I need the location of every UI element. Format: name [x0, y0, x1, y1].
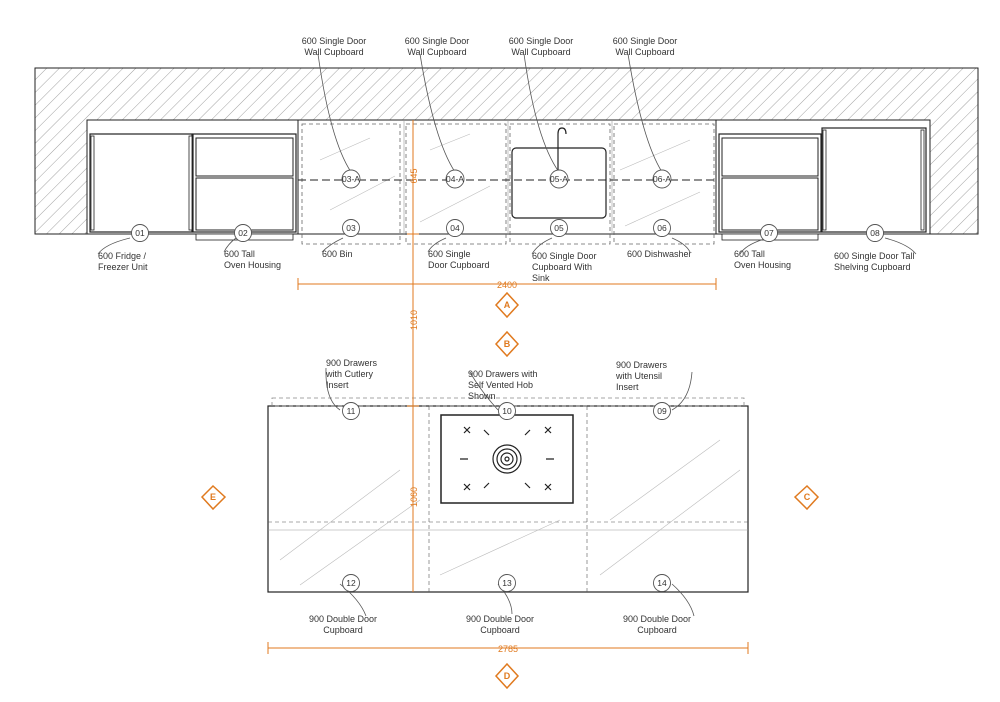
tag-05-a: 05-A	[549, 169, 569, 189]
view-marker-a-label: A	[504, 300, 511, 310]
tag-03-a: 03-A	[341, 169, 361, 189]
tag-08: 08	[866, 224, 884, 242]
tag-03: 03	[342, 219, 360, 237]
tag-12: 12	[342, 574, 360, 592]
tag-06-a: 06-A	[652, 169, 672, 189]
island-width-dimension: 2785	[498, 644, 518, 654]
tag-11: 11	[342, 402, 360, 420]
svg-text:02: 02	[238, 228, 248, 238]
svg-text:06: 06	[657, 223, 667, 233]
svg-text:08: 08	[870, 228, 880, 238]
worktop	[297, 119, 717, 245]
view-marker-e-label: E	[210, 492, 216, 502]
tag-07: 07	[760, 224, 778, 242]
view-marker-c-label: C	[804, 492, 811, 502]
tag-04-a: 04-A	[445, 169, 465, 189]
view-marker-a	[494, 291, 520, 319]
svg-text:12: 12	[346, 578, 356, 588]
svg-text:13: 13	[502, 578, 512, 588]
unit-tags: 03-A 04-A 05-A 06-A 01 02 03 04 05 06 07 08 11 10 09 12…	[131, 169, 884, 592]
view-marker-b-label: B	[504, 339, 511, 349]
svg-text:14: 14	[657, 578, 667, 588]
view-marker-d	[494, 662, 520, 690]
svg-text:10: 10	[502, 406, 512, 416]
svg-text:06-A: 06-A	[653, 174, 671, 184]
svg-text:01: 01	[135, 228, 145, 238]
worktop-depth-dimension: 645	[409, 168, 419, 183]
svg-text:09: 09	[657, 406, 667, 416]
view-marker-b	[494, 330, 520, 358]
svg-text:05-A: 05-A	[550, 174, 568, 184]
hob	[440, 414, 574, 504]
tall-oven-housing-right	[718, 133, 822, 241]
view-marker-e	[200, 484, 227, 511]
svg-text:04-A: 04-A	[446, 174, 464, 184]
svg-text:03: 03	[346, 223, 356, 233]
svg-text:05: 05	[554, 223, 564, 233]
svg-text:03-A: 03-A	[342, 174, 360, 184]
base-label-03: 600 Bin	[322, 249, 353, 259]
tag-04: 04	[446, 219, 464, 237]
tall-oven-housing-left	[192, 133, 297, 241]
tag-10: 10	[498, 402, 516, 420]
tag-02: 02	[234, 224, 252, 242]
svg-text:07: 07	[764, 228, 774, 238]
tag-05: 05	[550, 219, 568, 237]
fridge-freezer-unit	[89, 133, 193, 233]
tag-09: 09	[653, 402, 671, 420]
view-marker-c	[793, 484, 820, 511]
base-label-06: 600 Dishwasher	[627, 249, 692, 259]
tall-shelving-cupboard	[821, 127, 927, 233]
svg-text:04: 04	[450, 223, 460, 233]
aisle-dimension: 1010	[409, 310, 419, 330]
tag-13: 13	[498, 574, 516, 592]
tag-14: 14	[653, 574, 671, 592]
svg-text:11: 11	[347, 406, 356, 416]
tag-01: 01	[131, 224, 149, 242]
dimension-lines	[267, 120, 749, 654]
tag-06: 06	[653, 219, 671, 237]
island-depth-dimension: 1060	[409, 487, 419, 507]
view-marker-d-label: D	[504, 671, 511, 681]
base-label-01: 600 Fridge /Freezer Unit	[98, 251, 148, 272]
run-width-dimension: 2400	[497, 280, 517, 290]
